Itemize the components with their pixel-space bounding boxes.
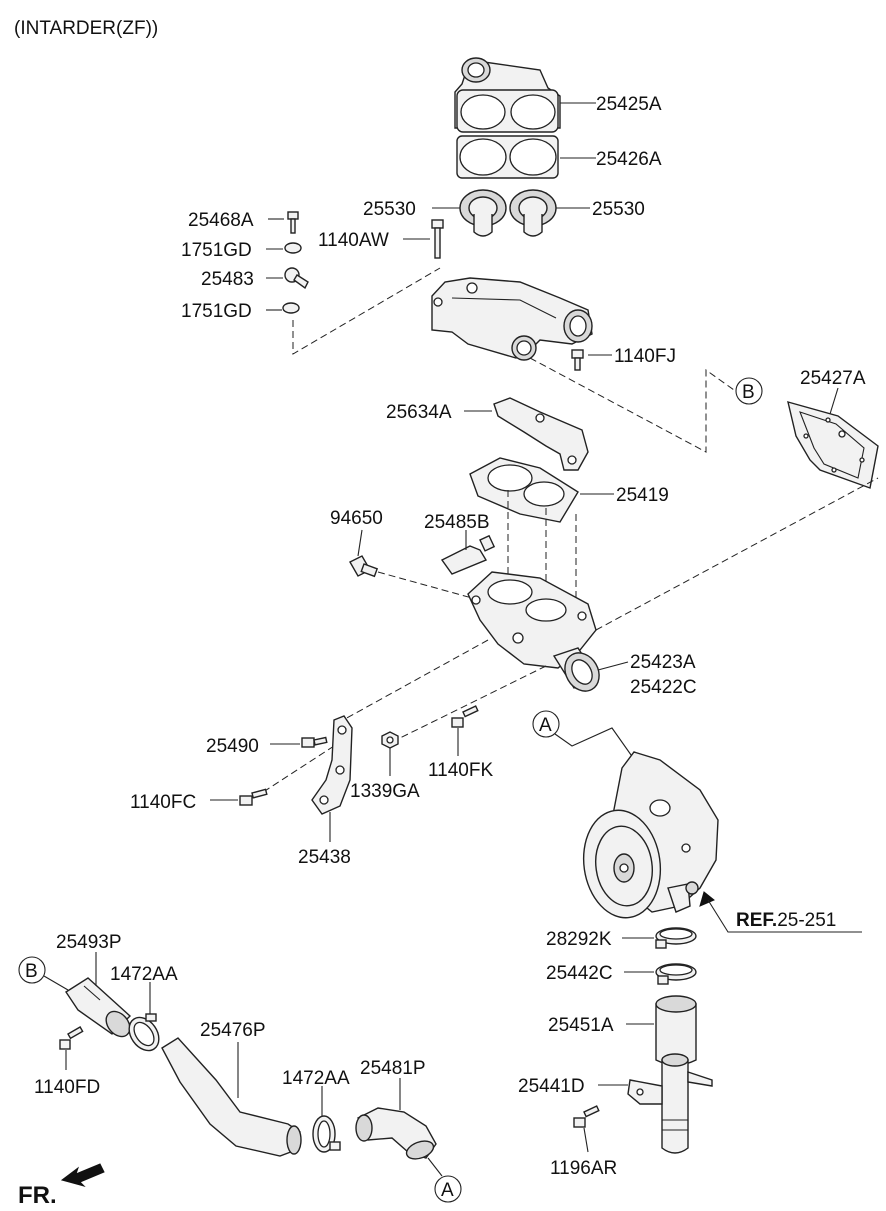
thermostat-left-part (459, 189, 507, 237)
label-25426A: 25426A (596, 149, 662, 170)
label-25442C: 25442C (546, 963, 613, 984)
callout-b-right (735, 377, 763, 405)
label-1472AA-left: 1472AA (110, 964, 178, 985)
label-25441D: 25441D (518, 1076, 585, 1097)
label-25419: 25419 (616, 485, 669, 506)
front-arrow-icon (60, 1163, 105, 1187)
thermostat-cover-part (454, 57, 561, 133)
gasket-25427A-part (787, 401, 879, 489)
thermostat-gasket-part (456, 135, 559, 179)
gasket-25419-part (469, 457, 579, 523)
ref-label: REF.25-251 (736, 910, 836, 931)
label-25530-right: 25530 (592, 199, 645, 220)
nut-1339GA-part (381, 731, 399, 749)
hose-25481P-part (355, 1107, 437, 1160)
label-94650: 94650 (330, 508, 383, 529)
bracket-25438-part (311, 715, 353, 815)
callout-b-right-text: B (742, 382, 755, 403)
bolt-1140FC-part (239, 788, 268, 806)
washer-1751GD-bottom-part (282, 302, 300, 314)
sensor-94650-part (349, 555, 379, 578)
water-outlet-housing-part (431, 277, 593, 361)
label-1140FC: 1140FC (130, 792, 196, 813)
clamp-28292K-part (655, 927, 697, 949)
label-25423A: 25423A (630, 652, 696, 673)
label-25451A: 25451A (548, 1015, 614, 1036)
label-25425A: 25425A (596, 94, 662, 115)
label-28292K: 28292K (546, 929, 612, 950)
bolt-1140FK-part (451, 705, 479, 728)
callout-a-top (532, 710, 560, 738)
sensor-25485B-part (440, 534, 496, 575)
clamp-1472AA-right-part (312, 1115, 341, 1153)
callout-b-left-text: B (25, 961, 38, 982)
label-1339GA: 1339GA (350, 781, 420, 802)
front-indicator: FR. (18, 1182, 57, 1209)
diagram-title: (INTARDER(ZF)) (14, 18, 158, 39)
callout-a-bottom (434, 1175, 462, 1203)
bolt-1140FD-part (59, 1026, 84, 1050)
bolt-25490-part (301, 736, 328, 748)
bolt-1140FJ-part (571, 349, 584, 371)
label-25634A: 25634A (386, 402, 452, 423)
water-pump-part (582, 751, 719, 919)
washer-1751GD-top-part (284, 242, 302, 254)
label-25438: 25438 (298, 847, 351, 868)
hose-25451A-part (655, 995, 697, 1066)
bolt-1140AW-part (431, 219, 444, 259)
label-1751GD-top: 1751GD (181, 240, 252, 261)
bolt-1196AR-part (573, 1105, 600, 1128)
hose-25476P-part (161, 1037, 302, 1157)
hose-25493P-part (65, 977, 132, 1038)
label-1196AR: 1196AR (550, 1158, 617, 1179)
label-25476P: 25476P (200, 1020, 266, 1041)
pipe-25441D-part (627, 1053, 713, 1154)
callout-a-top-text: A (539, 715, 552, 736)
label-25468A: 25468A (188, 210, 254, 231)
label-25481P: 25481P (360, 1058, 426, 1079)
bracket-25634A-part (493, 397, 589, 471)
label-25422C: 25422C (630, 677, 697, 698)
label-25483: 25483 (201, 269, 254, 290)
label-1751GD-bottom: 1751GD (181, 301, 252, 322)
label-25530-left: 25530 (363, 199, 416, 220)
callout-b-left (18, 956, 46, 984)
clamp-25442C-part (655, 963, 697, 985)
label-1140FJ: 1140FJ (614, 346, 676, 367)
label-25490: 25490 (206, 736, 259, 757)
bolt-25468A-part (287, 211, 299, 234)
clamp-1472AA-left-part (128, 1013, 160, 1052)
thermostat-housing-25423A-part (467, 571, 600, 692)
label-1472AA-right: 1472AA (282, 1068, 350, 1089)
label-25493P: 25493P (56, 932, 122, 953)
thermostat-right-part (509, 189, 557, 237)
callout-a-bottom-text: A (441, 1180, 454, 1201)
label-1140FK: 1140FK (428, 760, 493, 781)
label-1140AW: 1140AW (318, 230, 389, 251)
label-1140FD: 1140FD (34, 1077, 100, 1098)
label-25427A: 25427A (800, 368, 866, 389)
ref-arrow-icon (699, 891, 715, 907)
label-25485B: 25485B (424, 512, 490, 533)
fitting-25483-part (284, 267, 309, 290)
